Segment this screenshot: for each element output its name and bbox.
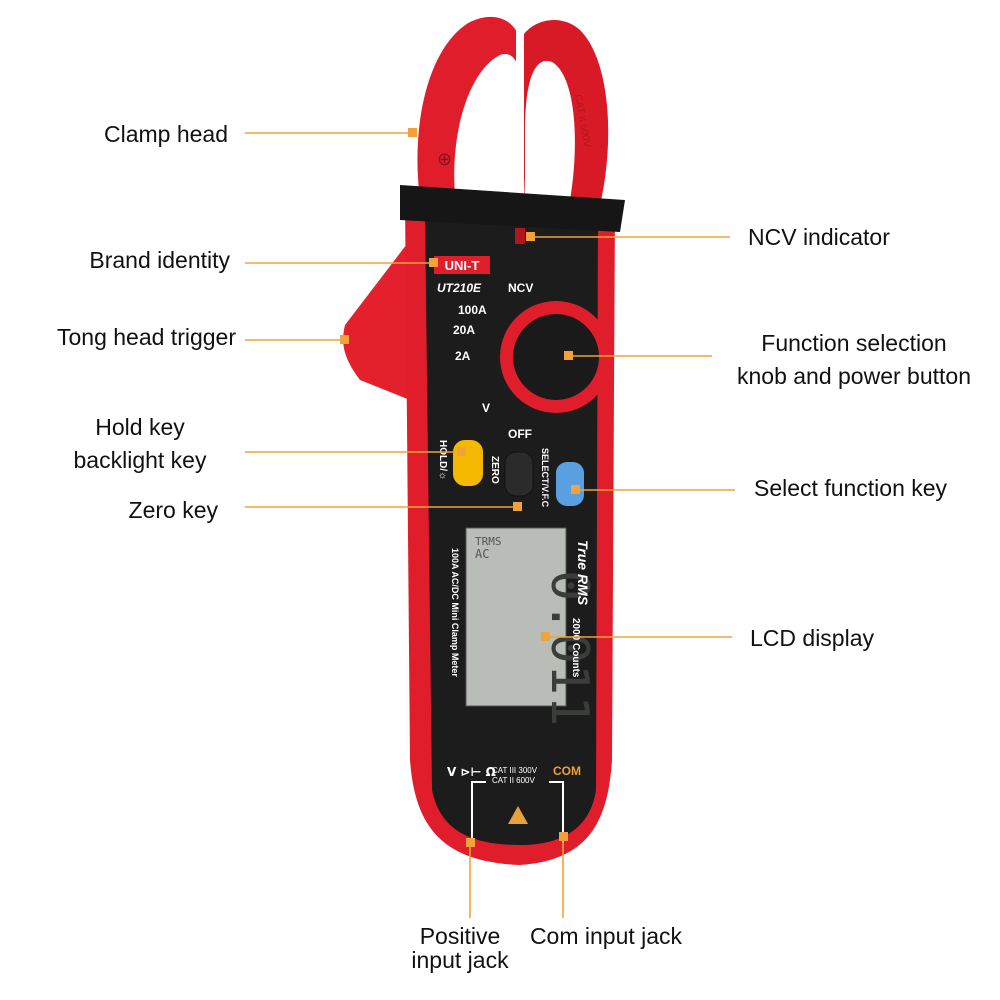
clamp-head: CAT II 600V ⊕	[417, 16, 609, 211]
counts-text: 2000 Counts	[570, 618, 581, 678]
leader-lines	[245, 132, 735, 918]
label-positive-jack-line1: Positive	[419, 923, 501, 949]
hazard-icon	[508, 806, 528, 824]
hold-key-text: HOLD/☼	[437, 440, 448, 480]
label-function-selection-line1: Function selection	[761, 330, 947, 356]
com-jack-bracket	[549, 781, 564, 843]
com-text: COM	[553, 764, 581, 778]
side-description-text: 100A AC/DC Mini Clamp Meter	[450, 548, 460, 677]
label-ncv-indicator: NCV indicator	[748, 224, 890, 250]
ncv-text: NCV	[508, 281, 533, 295]
model-text: UT210E	[437, 281, 482, 295]
lcd-reading: 0.011	[539, 570, 599, 727]
range-label: 2A	[455, 349, 471, 363]
plus-marking: ⊕	[437, 149, 452, 169]
label-hold-key-line2: backlight key	[73, 447, 207, 473]
label-brand-identity: Brand identity	[89, 247, 230, 273]
range-label: 20A	[453, 323, 475, 337]
select-key-text: SELECT/V.F.C	[540, 448, 550, 508]
range-label: OFF	[508, 427, 532, 441]
label-hold-key-line1: Hold key	[95, 414, 185, 440]
hold-key[interactable]	[453, 440, 483, 486]
lcd-screen	[465, 527, 567, 707]
brand-badge	[434, 256, 490, 274]
label-tong-head-trigger: Tong head trigger	[56, 324, 236, 350]
range-label: 100A	[458, 303, 487, 317]
label-lcd-display: LCD display	[750, 625, 874, 651]
range-labels: 100A 20A 2A V OFF	[453, 303, 532, 441]
select-key[interactable]	[556, 462, 584, 506]
ncv-led	[515, 228, 525, 244]
label-function-selection-line2: knob and power button	[736, 363, 971, 389]
function-knob[interactable]	[513, 314, 599, 400]
true-rms-text: True RMS	[575, 540, 591, 606]
tong-head-trigger-shape	[343, 240, 410, 400]
lcd-trms-text: TRMS	[475, 535, 502, 548]
jack-symbols: V ⊳⊢ Ω	[447, 765, 496, 779]
leader-dots	[340, 128, 580, 847]
zero-key-text: ZERO	[489, 456, 500, 484]
cat-rating-2: CAT II 600V	[492, 776, 536, 785]
range-label: V	[482, 401, 490, 415]
label-zero-key: Zero key	[128, 497, 218, 523]
label-clamp-head: Clamp head	[103, 121, 228, 147]
label-select-function-key: Select function key	[754, 475, 948, 501]
label-com-jack: Com input jack	[529, 923, 683, 949]
cat-rating-1: CAT III 300V	[492, 766, 538, 775]
positive-jack-bracket	[471, 781, 486, 843]
zero-key[interactable]	[504, 451, 534, 497]
brand-text: UNI-T	[445, 258, 480, 273]
label-positive-jack-line2: input jack	[411, 947, 509, 973]
lcd-ac-text: AC	[475, 547, 489, 561]
